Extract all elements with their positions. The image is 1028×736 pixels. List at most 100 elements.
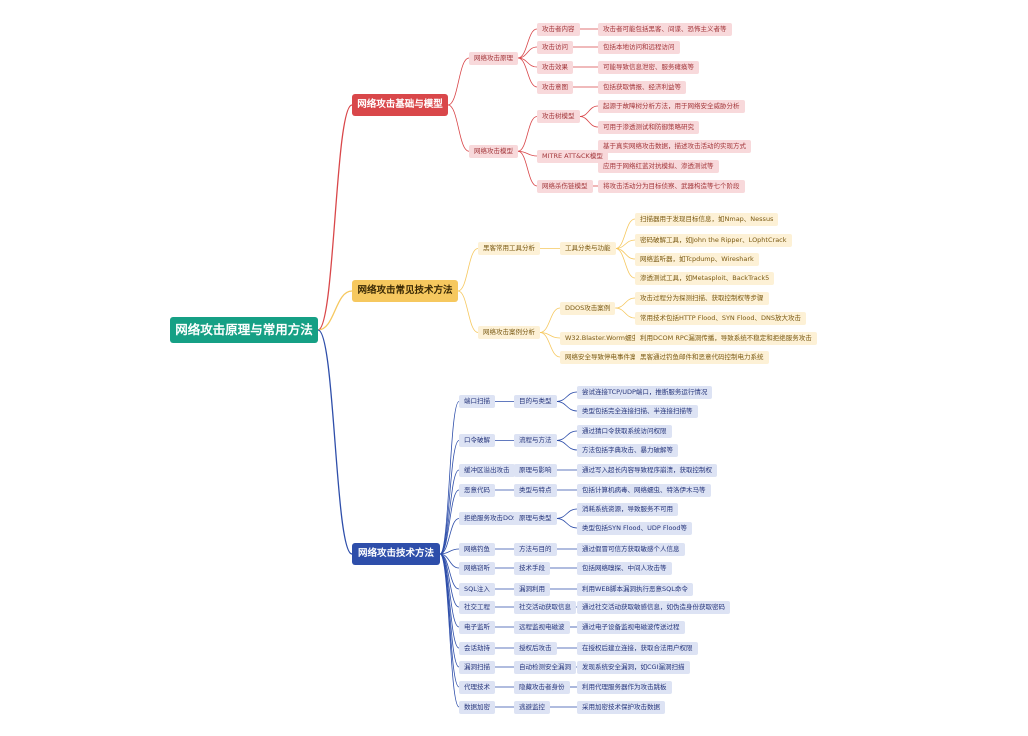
leaf-node[interactable]: 密码破解工具，如John the Ripper、LOphtCrack <box>635 233 792 247</box>
leaf-node[interactable]: 起源于故障树分析方法，用于网络安全威胁分析 <box>598 99 745 113</box>
subtopic-node[interactable]: 恶意代码 <box>459 483 495 497</box>
connector-line <box>439 489 460 555</box>
subtopic-node[interactable]: 攻击树模型 <box>537 110 580 123</box>
connector-line <box>556 440 578 451</box>
connector-line <box>517 116 538 152</box>
subtopic-node[interactable]: 口令破解 <box>459 434 495 447</box>
leaf-node[interactable]: 类型包括完全连接扫描、半连接扫描等 <box>577 404 698 418</box>
subtopic-node[interactable]: W32.Blaster.Worm蠕虫案例 <box>560 331 657 345</box>
connector-line <box>447 104 470 152</box>
connector-line <box>517 57 538 88</box>
leaf-node[interactable]: 类型包括SYN Flood、UDP Flood等 <box>577 521 693 535</box>
subtopic-node[interactable]: 电子监听 <box>459 620 495 634</box>
connector-line <box>517 28 538 59</box>
subtopic-node[interactable]: 拒绝服务攻击DOS <box>459 512 523 525</box>
connector-line <box>539 307 561 333</box>
subtopic-node[interactable]: 攻击访问 <box>537 40 573 54</box>
subtopic-node[interactable]: 原理与影响 <box>514 463 557 477</box>
leaf-node[interactable]: 通过电子设备监视电磁波传送过程 <box>577 620 685 634</box>
subtopic-node[interactable]: 攻击者内容 <box>537 22 580 36</box>
subtopic-node[interactable]: 类型与特点 <box>514 483 557 497</box>
leaf-node[interactable]: 应用于网络红蓝对抗模拟、渗透测试等 <box>598 159 719 173</box>
subtopic-node[interactable]: 代理技术 <box>459 680 495 694</box>
subtopic-node[interactable]: MITRE ATT&CK模型 <box>537 149 608 163</box>
connector-line <box>517 150 538 157</box>
subtopic-node[interactable]: 自动检测安全漏洞 <box>514 660 576 674</box>
subtopic-node[interactable]: SQL注入 <box>459 582 495 596</box>
connector-line <box>615 297 636 309</box>
connector-line <box>539 332 561 358</box>
leaf-node[interactable]: 通过写入超长内容导致程序崩溃，获取控制权 <box>577 463 717 477</box>
subtopic-node[interactable]: 流程与方法 <box>514 434 557 447</box>
subtopic-node[interactable]: 网络攻击模型 <box>469 144 518 158</box>
leaf-node[interactable]: 通过社交活动获取敏感信息，如伪造身份获取密码 <box>577 600 730 614</box>
leaf-node[interactable]: 通过假冒可信方获取敏感个人信息 <box>577 542 685 556</box>
subtopic-node[interactable]: 网络钓鱼 <box>459 542 495 556</box>
connector-line <box>457 290 479 333</box>
subtopic-node[interactable]: 漏洞利用 <box>514 582 550 596</box>
connector-line <box>439 440 460 555</box>
leaf-node[interactable]: 通过猜口令获取系统访问权限 <box>577 424 672 438</box>
leaf-node[interactable]: 基于真实网络攻击数据，描述攻击活动的实现方式 <box>598 139 751 153</box>
leaf-node[interactable]: 发现系统安全漏洞，如CGI漏洞扫描 <box>577 660 690 674</box>
leaf-node[interactable]: 采用加密技术保护攻击数据 <box>577 700 665 714</box>
leaf-node[interactable]: 扫描器用于发现目标信息，如Nmap、Nessus <box>635 212 779 226</box>
subtopic-node[interactable]: 目的与类型 <box>514 395 557 408</box>
subtopic-node[interactable]: 社交活动获取信息 <box>514 600 576 614</box>
leaf-node[interactable]: 包括获取情报、经济利益等 <box>598 80 686 94</box>
subtopic-node[interactable]: 社交工程 <box>459 600 495 614</box>
leaf-node[interactable]: 包括本地访问和远程访问 <box>598 40 680 54</box>
subtopic-node[interactable]: 网络杀伤链模型 <box>537 179 593 193</box>
root-topic[interactable]: 网络攻击原理与常用方法 <box>170 317 318 343</box>
subtopic-node[interactable]: 逃避监控 <box>514 700 550 714</box>
leaf-node[interactable]: 渗透测试工具，如Metasploit、BackTrack5 <box>635 271 775 285</box>
connector-line <box>457 248 479 292</box>
leaf-node[interactable]: 将攻击活动分为目标侦察、武器构造等七个阶段 <box>598 179 745 193</box>
subtopic-node[interactable]: 网络安全导致停电事件案例 <box>560 350 648 364</box>
leaf-node[interactable]: 包括网络嗅探、中间人攻击等 <box>577 561 672 575</box>
leaf-node[interactable]: 包括计算机病毒、网络蠕虫、特洛伊木马等 <box>577 483 711 497</box>
leaf-node[interactable]: 攻击过程分为探测扫描、获取控制权等步骤 <box>635 291 769 305</box>
leaf-node[interactable]: 方法包括字典攻击、暴力破解等 <box>577 443 678 457</box>
subtopic-node[interactable]: 远程监视电磁波 <box>514 620 570 634</box>
subtopic-node[interactable]: 网络攻击原理 <box>469 51 518 65</box>
subtopic-node[interactable]: 授权后攻击 <box>514 641 557 655</box>
subtopic-node[interactable]: 隐藏攻击者身份 <box>514 680 570 694</box>
subtopic-node[interactable]: 工具分类与功能 <box>560 242 616 255</box>
leaf-node[interactable]: 黑客通过钓鱼邮件和恶意代码控制电力系统 <box>635 350 769 364</box>
main-topic[interactable]: 网络攻击技术方法 <box>352 543 440 565</box>
subtopic-node[interactable]: 攻击意图 <box>537 80 573 94</box>
subtopic-node[interactable]: 技术手段 <box>514 561 550 575</box>
leaf-node[interactable]: 利用WEB脚本漏洞执行恶意SQL命令 <box>577 582 693 596</box>
leaf-node[interactable]: 网络监听器，如Tcpdump、Wireshark <box>635 252 759 266</box>
leaf-node[interactable]: 利用DCOM RPC漏洞传播，导致系统不稳定和拒绝服务攻击 <box>635 331 817 345</box>
leaf-node[interactable]: 尝试连接TCP/UDP端口，推断服务运行情况 <box>577 385 713 399</box>
leaf-node[interactable]: 在授权后建立连接，获取合法用户权限 <box>577 641 698 655</box>
leaf-node[interactable]: 常用技术包括HTTP Flood、SYN Flood、DNS放大攻击 <box>635 311 806 325</box>
leaf-node[interactable]: 可能导致信息泄密、服务瘫痪等 <box>598 60 699 74</box>
subtopic-node[interactable]: 黑客常用工具分析 <box>478 242 540 255</box>
connector-line <box>439 553 460 688</box>
leaf-node[interactable]: 消耗系统资源，导致服务不可用 <box>577 502 678 516</box>
leaf-node[interactable]: 攻击者可能包括黑客、间谍、恐怖主义者等 <box>598 22 732 36</box>
subtopic-node[interactable]: 攻击效果 <box>537 60 573 74</box>
connector-line <box>556 401 578 412</box>
main-topic[interactable]: 网络攻击基础与模型 <box>352 94 448 116</box>
subtopic-node[interactable]: 网络窃听 <box>459 561 495 575</box>
subtopic-node[interactable]: 原理与类型 <box>514 512 557 525</box>
main-topic[interactable]: 网络攻击常见技术方法 <box>352 280 458 302</box>
leaf-node[interactable]: 可用于渗透测试和防御策略研究 <box>598 120 699 134</box>
connector-line <box>579 116 599 128</box>
connector-line <box>447 57 470 106</box>
subtopic-node[interactable]: DDOS攻击案例 <box>560 301 616 315</box>
subtopic-node[interactable]: 网络攻击案例分析 <box>478 326 540 339</box>
subtopic-node[interactable]: 数据加密 <box>459 700 495 714</box>
subtopic-node[interactable]: 会话劫持 <box>459 641 495 655</box>
subtopic-node[interactable]: 方法与目的 <box>514 542 557 556</box>
connector-line <box>556 430 578 441</box>
subtopic-node[interactable]: 漏洞扫描 <box>459 660 495 674</box>
subtopic-node[interactable]: 端口扫描 <box>459 395 495 408</box>
leaf-node[interactable]: 利用代理服务器作为攻击跳板 <box>577 680 672 694</box>
subtopic-node[interactable]: 缓冲区溢出攻击 <box>459 463 515 477</box>
connector-line <box>439 518 460 555</box>
